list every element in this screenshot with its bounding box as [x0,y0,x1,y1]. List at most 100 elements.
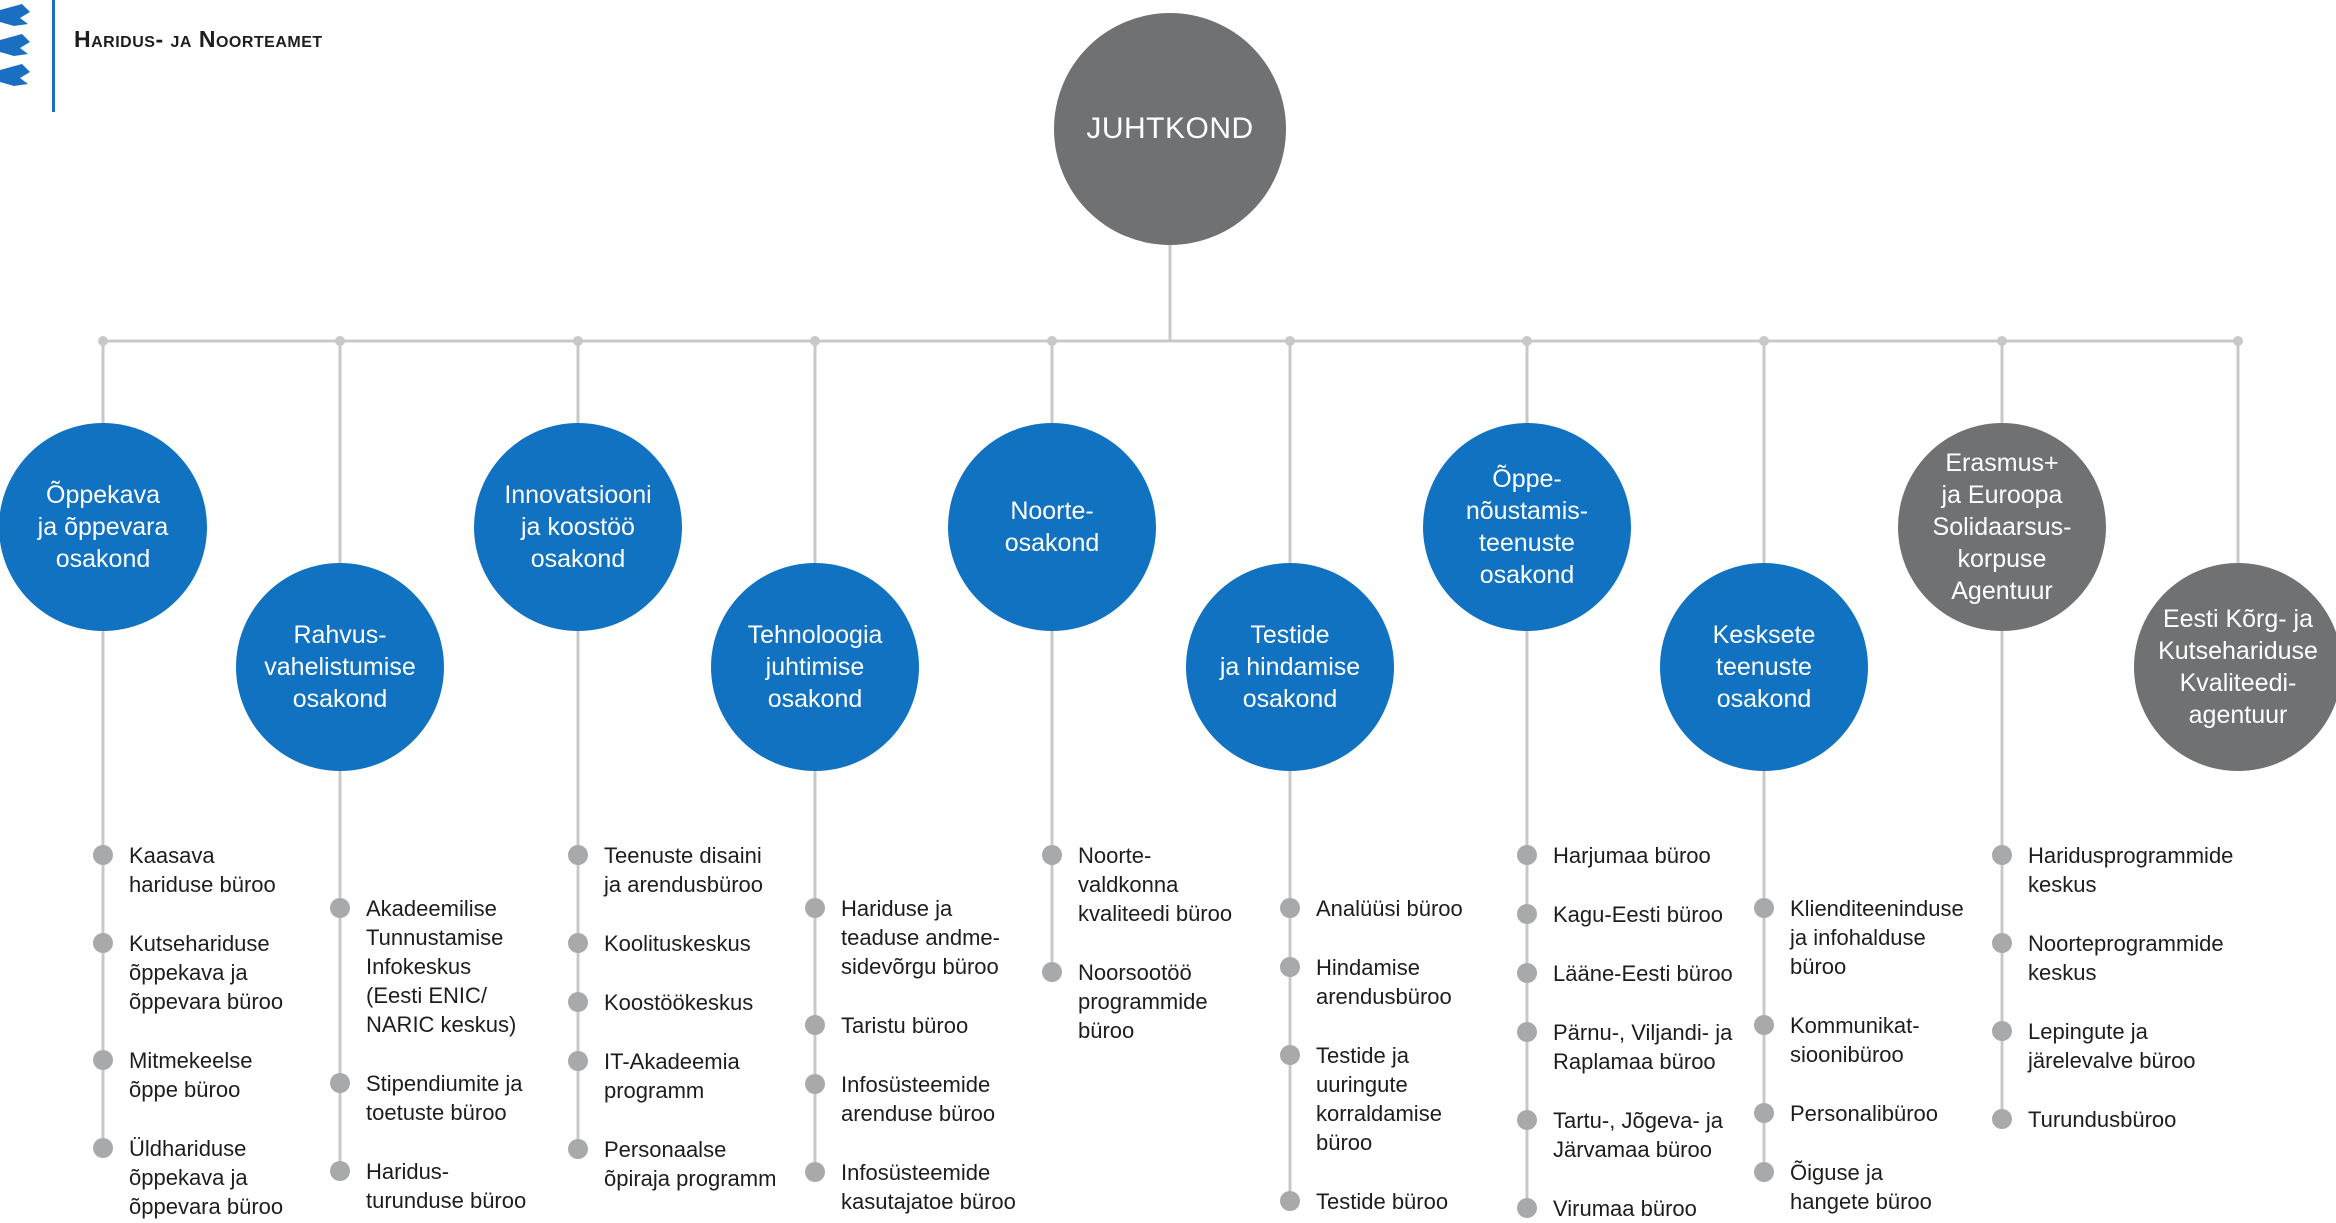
sub-unit-item: IT-Akadeemia programm [568,1047,740,1105]
sub-unit-label: Koostöökeskus [604,990,754,1015]
bullet-dot [1754,1103,1774,1123]
sub-unit-label: Õiguse ja hangete büroo [1790,1160,1932,1214]
sub-unit-item: Pärnu-, Viljandi- ja Raplamaa büroo [1517,1018,1732,1076]
bullet-dot [1754,1015,1774,1035]
sub-unit-label: Kutsehariduse õppekava ja õppevara büroo [129,931,284,1014]
sub-unit-item: Hariduse ja teaduse andme- sidevõrgu bür… [805,894,1000,981]
sub-unit-item: Infosüsteemide arenduse büroo [805,1070,995,1128]
bullet-dot [1280,898,1300,918]
sub-unit-label: Teenuste disaini ja arendusbüroo [604,843,764,897]
sub-unit-label: Kaasava hariduse büroo [129,843,276,897]
sub-unit-item: Kutsehariduse õppekava ja õppevara büroo [93,929,283,1016]
department-node-rahvusvahelistumise: Rahvus- vahelistumise osakond [236,563,444,771]
bullet-dot [1992,933,2012,953]
sub-unit-label: Infosüsteemide arenduse büroo [841,1072,996,1126]
sub-unit-item: Koostöökeskus [568,988,753,1017]
bullet-dot [330,898,350,918]
sub-unit-item: Noorsootöö programmide büroo [1042,958,1208,1045]
sub-unit-label: Pärnu-, Viljandi- ja Raplamaa büroo [1553,1020,1733,1074]
sub-unit-item: Stipendiumite ja toetuste büroo [330,1069,523,1127]
sub-unit-label: Tartu-, Jõgeva- ja Järvamaa büroo [1553,1108,1723,1162]
sub-unit-item: Kagu-Eesti büroo [1517,900,1723,929]
sub-unit-label: Lääne-Eesti büroo [1553,961,1733,986]
sub-unit-label: Virumaa büroo [1553,1196,1697,1221]
bullet-dot [1754,898,1774,918]
sub-unit-item: Tartu-, Jõgeva- ja Järvamaa büroo [1517,1106,1723,1164]
sub-unit-label: Stipendiumite ja toetuste büroo [366,1071,523,1125]
sub-unit-item: Lääne-Eesti büroo [1517,959,1733,988]
bullet-dot [1517,1110,1537,1130]
bullet-dot [568,1139,588,1159]
sub-unit-item: Noorte- valdkonna kvaliteedi büroo [1042,841,1232,928]
department-node-kesksete: Kesksete teenuste osakond [1660,563,1868,771]
sub-unit-label: Noorte- valdkonna kvaliteedi büroo [1078,843,1233,926]
bullet-dot [330,1161,350,1181]
sub-unit-item: Klienditeeninduse ja infohalduse büroo [1754,894,1964,981]
department-node-oppenoustamis: Õppe- nõustamis- teenuste osakond [1423,423,1631,631]
bullet-dot [1992,845,2012,865]
sub-unit-label: Haridus- turunduse büroo [366,1159,527,1213]
logo-divider [52,0,55,112]
department-node-noorte: Noorte- osakond [948,423,1156,631]
sub-unit-label: Üldhariduse õppekava ja õppevara büroo [129,1136,284,1219]
bullet-dot [1517,1198,1537,1218]
sub-unit-item: Harjumaa büroo [1517,841,1711,870]
sub-unit-label: Personaalse õpiraja programm [604,1137,777,1191]
sub-unit-label: Taristu büroo [841,1013,969,1038]
bullet-dot [1280,1191,1300,1211]
sub-unit-label: Hindamise arendusbüroo [1316,955,1452,1009]
sub-unit-label: Hariduse ja teaduse andme- sidevõrgu bür… [841,896,1000,979]
sub-unit-item: Kaasava hariduse büroo [93,841,276,899]
sub-unit-label: Mitmekeelse õppe büroo [129,1048,253,1102]
bullet-dot [330,1073,350,1093]
sub-unit-item: Turundusbüroo [1992,1105,2176,1134]
department-node-kvaliteedi: Eesti Kõrg- ja Kutsehariduse Kvaliteedi-… [2134,563,2336,771]
bullet-dot [1517,963,1537,983]
sub-unit-label: Lepingute ja järelevalve büroo [2028,1019,2196,1073]
sub-unit-label: Infosüsteemide kasutajatoe büroo [841,1160,1016,1214]
sub-unit-item: Personalibüroo [1754,1099,1938,1128]
sub-unit-item: Analüüsi büroo [1280,894,1463,923]
sub-unit-label: Noorsootöö programmide büroo [1078,960,1208,1043]
bullet-dot [805,1074,825,1094]
sub-unit-item: Kommunikat- sioonibüroo [1754,1011,1920,1069]
sub-unit-label: Personalibüroo [1790,1101,1938,1126]
bullet-dot [1517,904,1537,924]
bullet-dot [1992,1021,2012,1041]
bullet-dot [1280,1045,1300,1065]
sub-unit-item: Lepingute ja järelevalve büroo [1992,1017,2196,1075]
sub-unit-item: Personaalse õpiraja programm [568,1135,776,1193]
bullet-dot [1992,1109,2012,1129]
department-node-tehnoloogia: Tehnoloogia juhtimise osakond [711,563,919,771]
sub-unit-label: Koolituskeskus [604,931,751,956]
sub-unit-label: Haridusprogrammide keskus [2028,843,2234,897]
sub-unit-item: Haridus- turunduse büroo [330,1157,526,1215]
root-node-juhtkond: JUHTKOND [1054,13,1286,245]
bullet-dot [568,845,588,865]
sub-unit-label: Analüüsi büroo [1316,896,1463,921]
sub-unit-item: Testide büroo [1280,1187,1448,1216]
sub-unit-label: Harjumaa büroo [1553,843,1711,868]
sub-unit-label: IT-Akadeemia programm [604,1049,740,1103]
bullet-dot [805,1162,825,1182]
sub-unit-item: Infosüsteemide kasutajatoe büroo [805,1158,1016,1216]
bullet-dot [93,1050,113,1070]
bullet-dot [1517,845,1537,865]
sub-unit-item: Taristu büroo [805,1011,968,1040]
bullet-dot [93,933,113,953]
sub-unit-label: Testide büroo [1316,1189,1449,1214]
sub-unit-item: Üldhariduse õppekava ja õppevara büroo [93,1134,283,1221]
sub-unit-item: Noorteprogrammide keskus [1992,929,2224,987]
bullet-dot [1754,1162,1774,1182]
bullet-dot [805,1015,825,1035]
organization-name: Haridus- ja Noorteamet [74,26,323,52]
bullet-dot [568,992,588,1012]
bullet-dot [93,845,113,865]
bullet-dot [805,898,825,918]
sub-unit-label: Klienditeeninduse ja infohalduse büroo [1790,896,1964,979]
sub-unit-item: Akadeemilise Tunnustamise Infokeskus (Ee… [330,894,516,1039]
bullet-dot [1042,845,1062,865]
bullet-dot [1280,957,1300,977]
sub-unit-label: Turundusbüroo [2028,1107,2177,1132]
sub-unit-label: Kommunikat- sioonibüroo [1790,1013,1920,1067]
